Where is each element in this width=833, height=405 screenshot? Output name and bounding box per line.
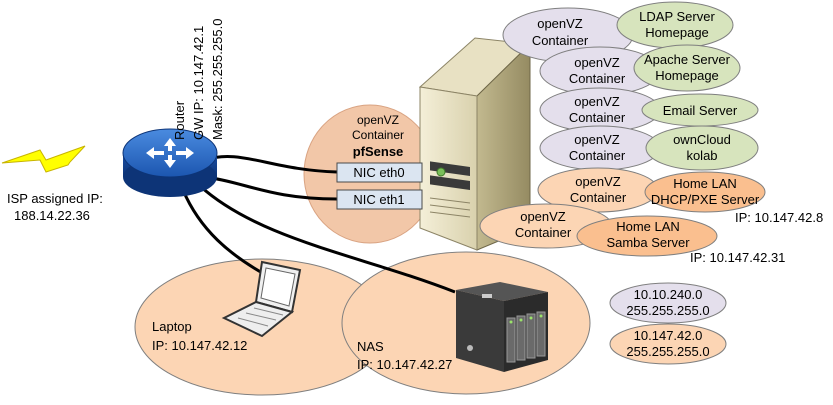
svg-text:ownCloud: ownCloud xyxy=(673,132,731,147)
svg-text:255.255.255.0: 255.255.255.0 xyxy=(626,344,709,359)
cable-router-laptop xyxy=(181,189,267,277)
nas-ip: IP: 10.147.42.27 xyxy=(357,357,452,372)
router-name-label: Router xyxy=(172,100,187,140)
svg-text:Email Server: Email Server xyxy=(663,103,738,118)
isp-ip: 188.14.22.36 xyxy=(14,208,90,223)
svg-text:255.255.255.0: 255.255.255.0 xyxy=(626,303,709,318)
svg-text:Container: Container xyxy=(569,71,626,86)
svg-text:10.147.42.0: 10.147.42.0 xyxy=(634,328,703,343)
svg-text:Homepage: Homepage xyxy=(655,68,719,83)
nas-icon xyxy=(456,282,548,372)
svg-text:openVZ: openVZ xyxy=(574,132,620,147)
router-gw-label: GW IP: 10.147.42.1 xyxy=(191,26,206,140)
nic-eth0-label: NIC eth0 xyxy=(353,165,404,180)
svg-text:Container: Container xyxy=(532,33,589,48)
svg-text:10.10.240.0: 10.10.240.0 xyxy=(634,287,703,302)
svg-text:openVZ: openVZ xyxy=(520,209,566,224)
svg-text:LDAP Server: LDAP Server xyxy=(639,9,715,24)
lightning-bolt-icon xyxy=(1,145,86,173)
laptop-ip: IP: 10.147.42.12 xyxy=(152,338,247,353)
pfsense-name: pfSense xyxy=(353,144,404,159)
svg-text:kolab: kolab xyxy=(686,148,717,163)
nic-eth0-box xyxy=(336,162,423,183)
svg-text:openVZ: openVZ xyxy=(574,94,620,109)
isp-label: ISP assigned IP: xyxy=(7,191,103,206)
svg-text:Samba Server: Samba Server xyxy=(606,235,690,250)
svg-text:openVZ: openVZ xyxy=(537,16,583,31)
server-tower-icon xyxy=(418,37,532,251)
svg-text:Container: Container xyxy=(570,190,627,205)
cable-router-nas xyxy=(198,184,456,294)
svg-text:Container: Container xyxy=(569,148,626,163)
legend-subnet-purple: 10.10.240.0 255.255.255.0 xyxy=(609,282,727,324)
nas-name: NAS xyxy=(357,339,384,354)
svg-text:openVZ: openVZ xyxy=(575,174,621,189)
nic-eth1-box xyxy=(336,189,423,210)
cable-router-eth1 xyxy=(204,175,338,201)
svg-text:Container: Container xyxy=(515,225,572,240)
svg-text:Container: Container xyxy=(569,110,626,125)
container-dhcp: openVZ Container Home LAN DHCP/PXE Serve… xyxy=(537,167,823,225)
nic-eth1-label: NIC eth1 xyxy=(353,192,404,207)
svg-text:openVZ: openVZ xyxy=(574,55,620,70)
dhcp-ip-label: IP: 10.147.42.8 xyxy=(735,210,823,225)
legend-subnet-orange: 10.147.42.0 255.255.255.0 xyxy=(609,323,727,365)
laptop-name: Laptop xyxy=(152,319,192,334)
svg-text:Home LAN: Home LAN xyxy=(673,176,737,191)
router-icon xyxy=(122,128,218,197)
container-samba: openVZ Container Home LAN Samba Server I… xyxy=(479,203,785,265)
laptop-icon xyxy=(221,260,302,338)
container-apache: openVZ Container Apache Server Homepage xyxy=(539,44,741,96)
svg-text:DHCP/PXE Server: DHCP/PXE Server xyxy=(651,192,760,207)
container-owncloud: openVZ Container ownCloud kolab xyxy=(539,125,759,171)
container-email: openVZ Container Email Server xyxy=(539,87,759,133)
pfsense-openvz: openVZ xyxy=(357,113,399,127)
svg-text:Home LAN: Home LAN xyxy=(616,219,680,234)
svg-text:Homepage: Homepage xyxy=(645,25,709,40)
pfsense-container: Container xyxy=(352,128,404,142)
svg-text:Apache Server: Apache Server xyxy=(644,52,731,67)
samba-ip-label: IP: 10.147.42.31 xyxy=(690,250,785,265)
router-mask-label: Mask: 255.255.255.0 xyxy=(210,19,225,140)
